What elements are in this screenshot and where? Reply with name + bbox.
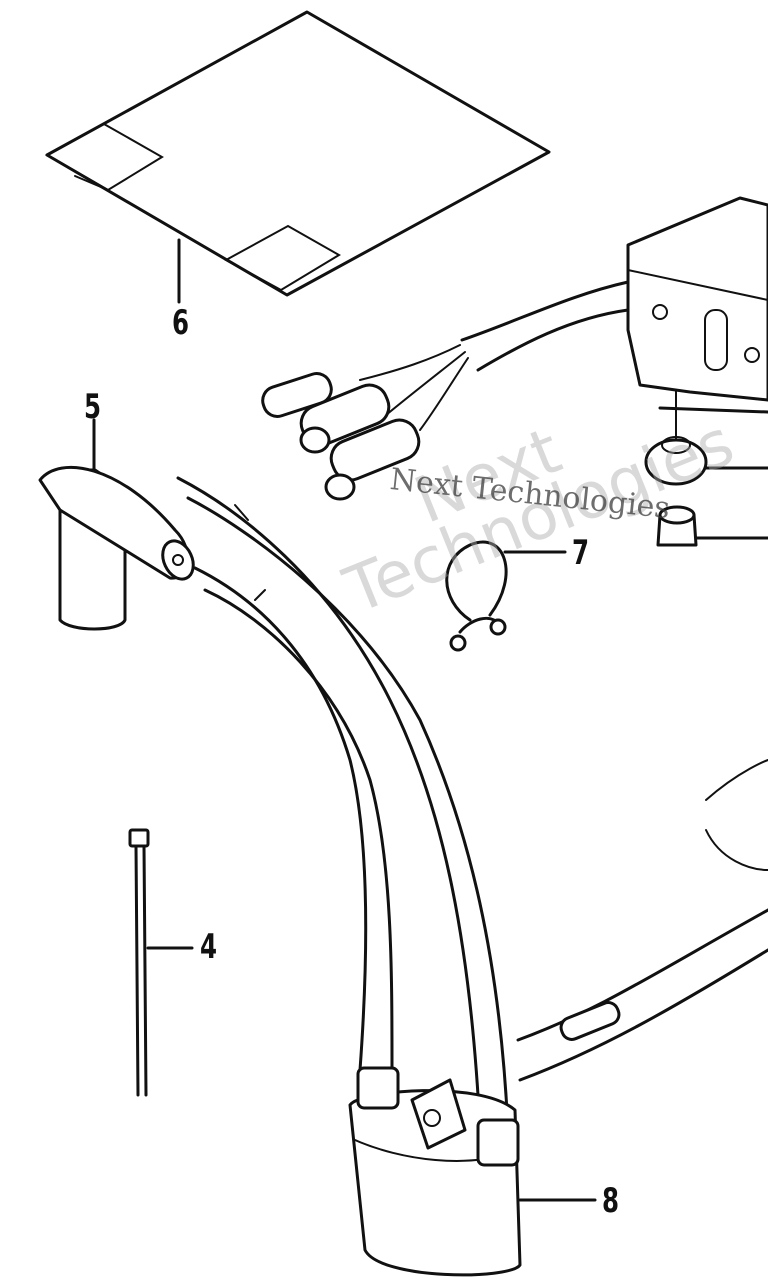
callout-4: 4 (200, 927, 218, 967)
callout-5: 5 (84, 387, 102, 427)
part-4-cable-tie (128, 828, 194, 1097)
part-6-sheet (44, 10, 551, 304)
part-8-ignition-coil (348, 1066, 597, 1277)
coil-cable (516, 759, 768, 1082)
part-7-clamp (445, 540, 567, 652)
grommet (644, 389, 768, 547)
callout-7: 7 (572, 533, 590, 573)
part-5-plug-cap (38, 418, 195, 631)
wire-harness (261, 280, 630, 501)
cdi-box (626, 196, 768, 414)
callout-6: 6 (172, 303, 190, 343)
callout-8: 8 (602, 1181, 620, 1221)
ht-leads (176, 476, 510, 1132)
